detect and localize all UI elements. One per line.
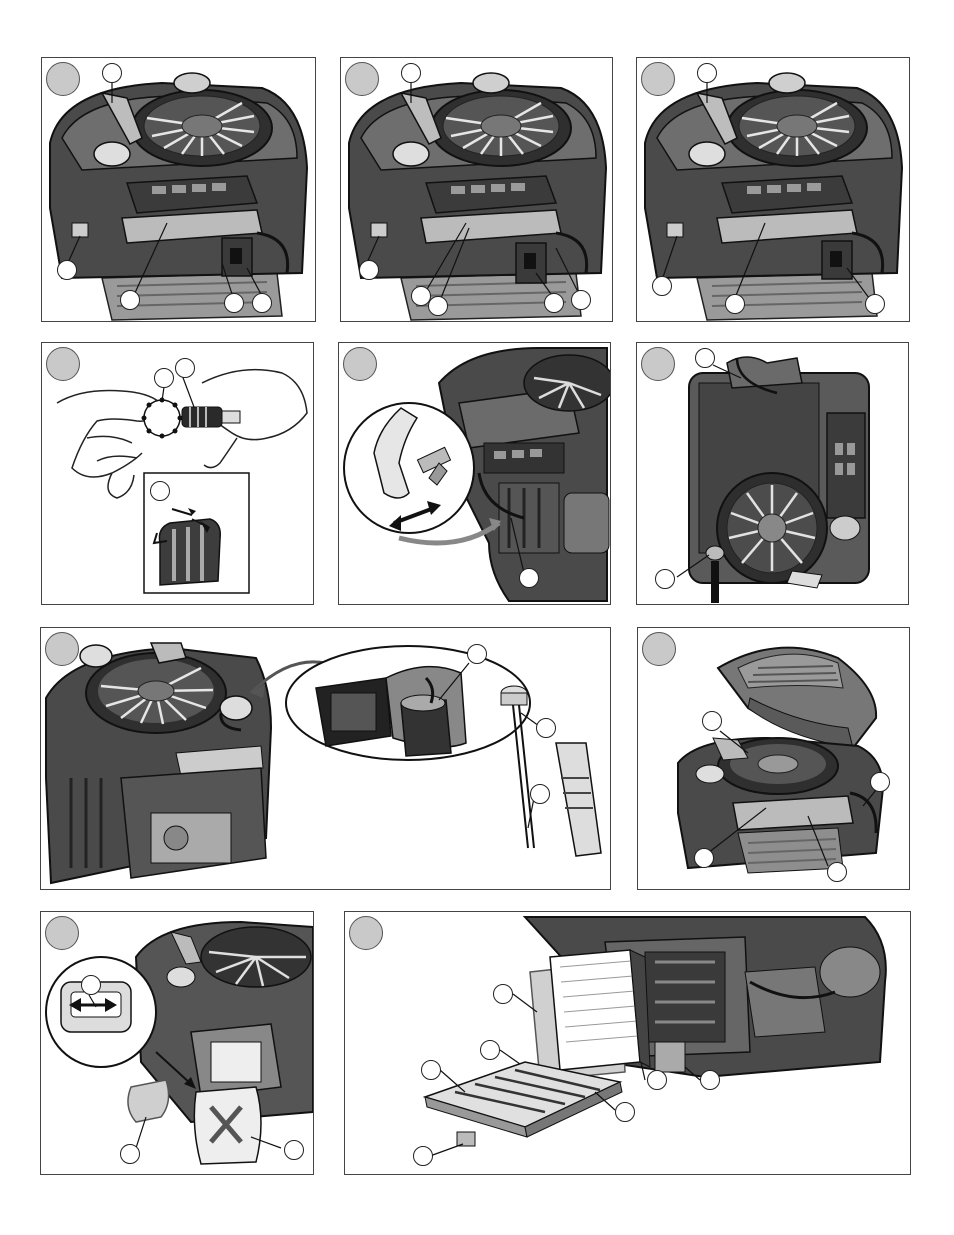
callout [120,1144,140,1164]
callout [571,290,591,310]
callout [697,63,717,83]
callout [480,1040,500,1060]
callout [544,293,564,313]
fuel-line-illustration [339,343,611,605]
callout [655,569,675,589]
engine-cover-illustration [638,628,910,890]
callout [421,1060,441,1080]
callout [154,368,174,388]
callout [284,1140,304,1160]
panel-4 [41,342,314,605]
callout [615,1102,635,1122]
callout [413,1146,433,1166]
engine-illustration [637,58,910,322]
panel-1 [41,57,316,322]
callout [652,276,672,296]
engine-illustration [42,58,316,322]
engine-front-illustration [637,343,909,605]
air-filter-foam-illustration [41,912,314,1175]
callout [401,63,421,83]
callout [224,293,244,313]
panel-7 [40,627,611,890]
filter-cover [194,1087,261,1164]
panel-6 [636,342,909,605]
paper-cartridge [550,950,650,1070]
engine-body [689,357,869,603]
gauge-and-plug [142,398,241,439]
callout [530,784,550,804]
panel-2 [340,57,613,322]
engine-body [46,643,271,883]
panel-8 [637,627,910,890]
engine-illustration [341,58,613,322]
foam-element [128,1080,169,1122]
callout [120,290,140,310]
callout [428,296,448,316]
callout [695,348,715,368]
callout [700,1070,720,1090]
panel-3 [636,57,910,322]
callout [252,293,272,313]
callout [359,260,379,280]
callout [175,358,195,378]
callout [57,260,77,280]
callout [102,63,122,83]
engine-cover [718,648,876,748]
panel-5 [338,342,611,605]
spark-plug-illustration [42,343,314,605]
panel-9 [40,911,314,1175]
callout [493,984,513,1004]
callout [647,1070,667,1090]
engine-body [349,73,606,320]
callout [467,644,487,664]
air-filter-paper-illustration [345,912,911,1175]
callout [865,294,885,314]
engine-body [645,73,902,320]
oil-fill-illustration [41,628,611,890]
callout [519,568,539,588]
engine-body [50,73,307,320]
callout [536,718,556,738]
callout [870,772,890,792]
callout [725,294,745,314]
callout [150,481,170,501]
callout [694,848,714,868]
callout [827,862,847,882]
callout [81,975,101,995]
callout [702,711,722,731]
panel-10 [344,911,911,1175]
